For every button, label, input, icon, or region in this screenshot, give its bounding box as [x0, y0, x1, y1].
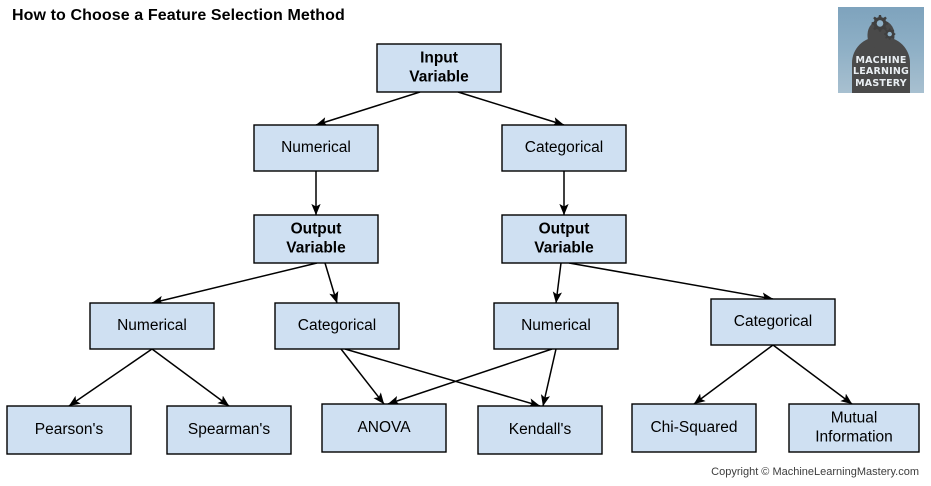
- node-box-spearmans[interactable]: [166, 405, 292, 455]
- node-label-anova: ANOVA: [357, 419, 411, 436]
- node-box-anova[interactable]: [321, 403, 447, 453]
- node-out-num-right[interactable]: Numerical: [493, 302, 619, 350]
- node-label-out-cat-right: Categorical: [734, 313, 812, 330]
- node-label-pearsons: Pearson's: [35, 421, 104, 438]
- edge-output-variable-right-to-out-cat-right: [568, 262, 774, 302]
- node-box-input-numerical[interactable]: [253, 124, 379, 172]
- node-label-out-cat-left: Categorical: [298, 317, 376, 334]
- node-box-mutual-information[interactable]: [788, 403, 920, 453]
- node-out-num-left[interactable]: Numerical: [89, 302, 215, 350]
- node-input-numerical[interactable]: Numerical: [253, 124, 379, 172]
- node-chi-squared[interactable]: Chi-Squared: [631, 403, 757, 453]
- edge-output-variable-left-to-out-num-left: [151, 262, 318, 305]
- node-label-output-variable-left: Output: [291, 221, 342, 238]
- node-box-input-categorical[interactable]: [501, 124, 627, 172]
- node-label-output-variable-right: Variable: [534, 240, 594, 257]
- node-box-output-variable-right[interactable]: [501, 214, 627, 264]
- edge-out-cat-right-to-chi-squared: [693, 344, 774, 405]
- node-label-output-variable-left: Variable: [286, 240, 346, 257]
- node-label-spearmans: Spearman's: [188, 421, 270, 438]
- node-pearsons[interactable]: Pearson's: [6, 405, 132, 455]
- node-box-kendalls[interactable]: [477, 405, 603, 455]
- node-box-input-variable[interactable]: [376, 43, 502, 93]
- machine-learning-mastery-logo: MACHINE LEARNING MASTERY: [838, 7, 924, 93]
- edge-input-variable-to-input-categorical: [457, 91, 565, 127]
- page-title: How to Choose a Feature Selection Method: [12, 7, 345, 24]
- node-box-out-num-left[interactable]: [89, 302, 215, 350]
- node-box-chi-squared[interactable]: [631, 403, 757, 453]
- logo-text: MACHINE LEARNING MASTERY: [838, 55, 924, 90]
- edge-out-cat-left-to-anova: [340, 348, 385, 405]
- node-out-cat-right[interactable]: Categorical: [710, 298, 836, 346]
- node-spearmans[interactable]: Spearman's: [166, 405, 292, 455]
- edge-out-num-left-to-spearmans: [151, 348, 230, 407]
- node-box-pearsons[interactable]: [6, 405, 132, 455]
- logo-text-line-2: LEARNING: [852, 66, 910, 77]
- edge-out-cat-right-to-mutual-information: [772, 344, 853, 405]
- edge-out-num-left-to-pearsons: [68, 348, 153, 407]
- node-label-input-numerical: Numerical: [281, 139, 351, 156]
- node-label-kendalls: Kendall's: [509, 421, 572, 438]
- edges-layer: [68, 91, 853, 408]
- edge-out-num-right-to-kendalls: [540, 348, 557, 407]
- node-label-out-num-right: Numerical: [521, 317, 591, 334]
- node-label-mutual-information: Information: [815, 429, 893, 446]
- node-kendalls[interactable]: Kendall's: [477, 405, 603, 455]
- copyright-notice: Copyright © MachineLearningMastery.com: [711, 466, 919, 478]
- node-out-cat-left[interactable]: Categorical: [274, 302, 400, 350]
- edge-out-cat-left-to-kendalls: [344, 348, 541, 408]
- node-label-output-variable-right: Output: [539, 221, 590, 238]
- node-box-out-num-right[interactable]: [493, 302, 619, 350]
- edge-out-num-right-to-anova: [387, 348, 553, 405]
- node-box-out-cat-left[interactable]: [274, 302, 400, 350]
- node-anova[interactable]: ANOVA: [321, 403, 447, 453]
- node-label-input-variable: Variable: [409, 69, 469, 86]
- node-label-chi-squared: Chi-Squared: [650, 419, 737, 436]
- node-label-mutual-information: Mutual: [831, 410, 878, 427]
- node-box-out-cat-right[interactable]: [710, 298, 836, 346]
- edge-output-variable-left-to-out-cat-left: [324, 262, 339, 304]
- node-label-input-variable: Input: [420, 50, 458, 67]
- edge-input-variable-to-input-numerical: [315, 91, 421, 127]
- edge-output-variable-right-to-out-num-right: [552, 262, 562, 304]
- gear-icon: [871, 15, 896, 40]
- node-input-categorical[interactable]: Categorical: [501, 124, 627, 172]
- logo-text-line-3: MASTERY: [855, 77, 907, 89]
- logo-text-line-1: MACHINE: [855, 54, 907, 66]
- node-label-input-categorical: Categorical: [525, 139, 603, 156]
- node-box-output-variable-left[interactable]: [253, 214, 379, 264]
- node-label-out-num-left: Numerical: [117, 317, 187, 334]
